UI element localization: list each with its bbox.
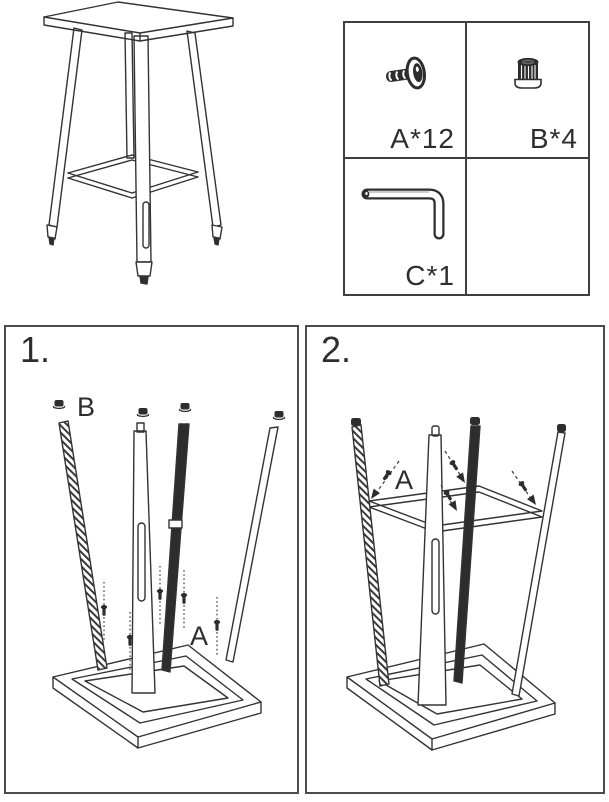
screw-icon <box>385 56 426 90</box>
callout-screw-a: A <box>395 465 413 495</box>
front-leg-slot <box>142 201 150 249</box>
leg-dark <box>161 423 190 673</box>
step-2-number: 2. <box>321 329 352 370</box>
foot-caps <box>52 400 286 421</box>
part-c-label: C*1 <box>405 260 455 291</box>
leg-hatched <box>58 420 108 671</box>
parts-cell-c: C*1 <box>345 159 467 294</box>
step-1-drawing: B A <box>52 392 286 749</box>
leg-tip-caps <box>351 417 566 432</box>
callout-screw-a: A <box>190 621 208 651</box>
leg-front-slot <box>431 538 440 615</box>
leg-front-tenon <box>136 422 145 433</box>
leg-hatched <box>351 424 390 687</box>
part-b-label: B*4 <box>529 123 578 154</box>
leg-front <box>131 430 156 694</box>
foot-cap-icon <box>513 57 542 89</box>
stool-right-leg <box>186 30 222 228</box>
stool-left-leg <box>48 27 83 228</box>
stool-back-leg <box>124 32 135 159</box>
step-2-drawing: A <box>346 417 566 751</box>
parts-cell-a: A*12 <box>345 23 467 159</box>
step-1-number: 1. <box>20 329 51 370</box>
assembled-stool-drawing <box>43 1 234 285</box>
parts-cell-b: B*4 <box>467 23 588 159</box>
leg-dark-bracket <box>168 519 183 529</box>
stool-top-face <box>43 1 234 34</box>
step-2-panel: 2. <box>305 325 605 794</box>
leg-right <box>511 431 566 697</box>
part-a-label: A*12 <box>390 123 455 154</box>
leg-front-slot <box>137 522 146 602</box>
callout-cap-b: B <box>77 392 95 422</box>
allen-key-icon <box>361 188 445 239</box>
stool-feet <box>46 224 223 285</box>
parts-cell-empty <box>467 159 588 294</box>
parts-box: A*12 B*4 <box>343 21 590 296</box>
leg-dark <box>453 425 481 684</box>
leg-front-tenon <box>431 425 440 437</box>
stool-footrest <box>67 154 199 199</box>
step-1-panel: 1. <box>4 325 299 794</box>
screw-a-leaders <box>371 450 536 511</box>
leg-right <box>225 426 279 663</box>
